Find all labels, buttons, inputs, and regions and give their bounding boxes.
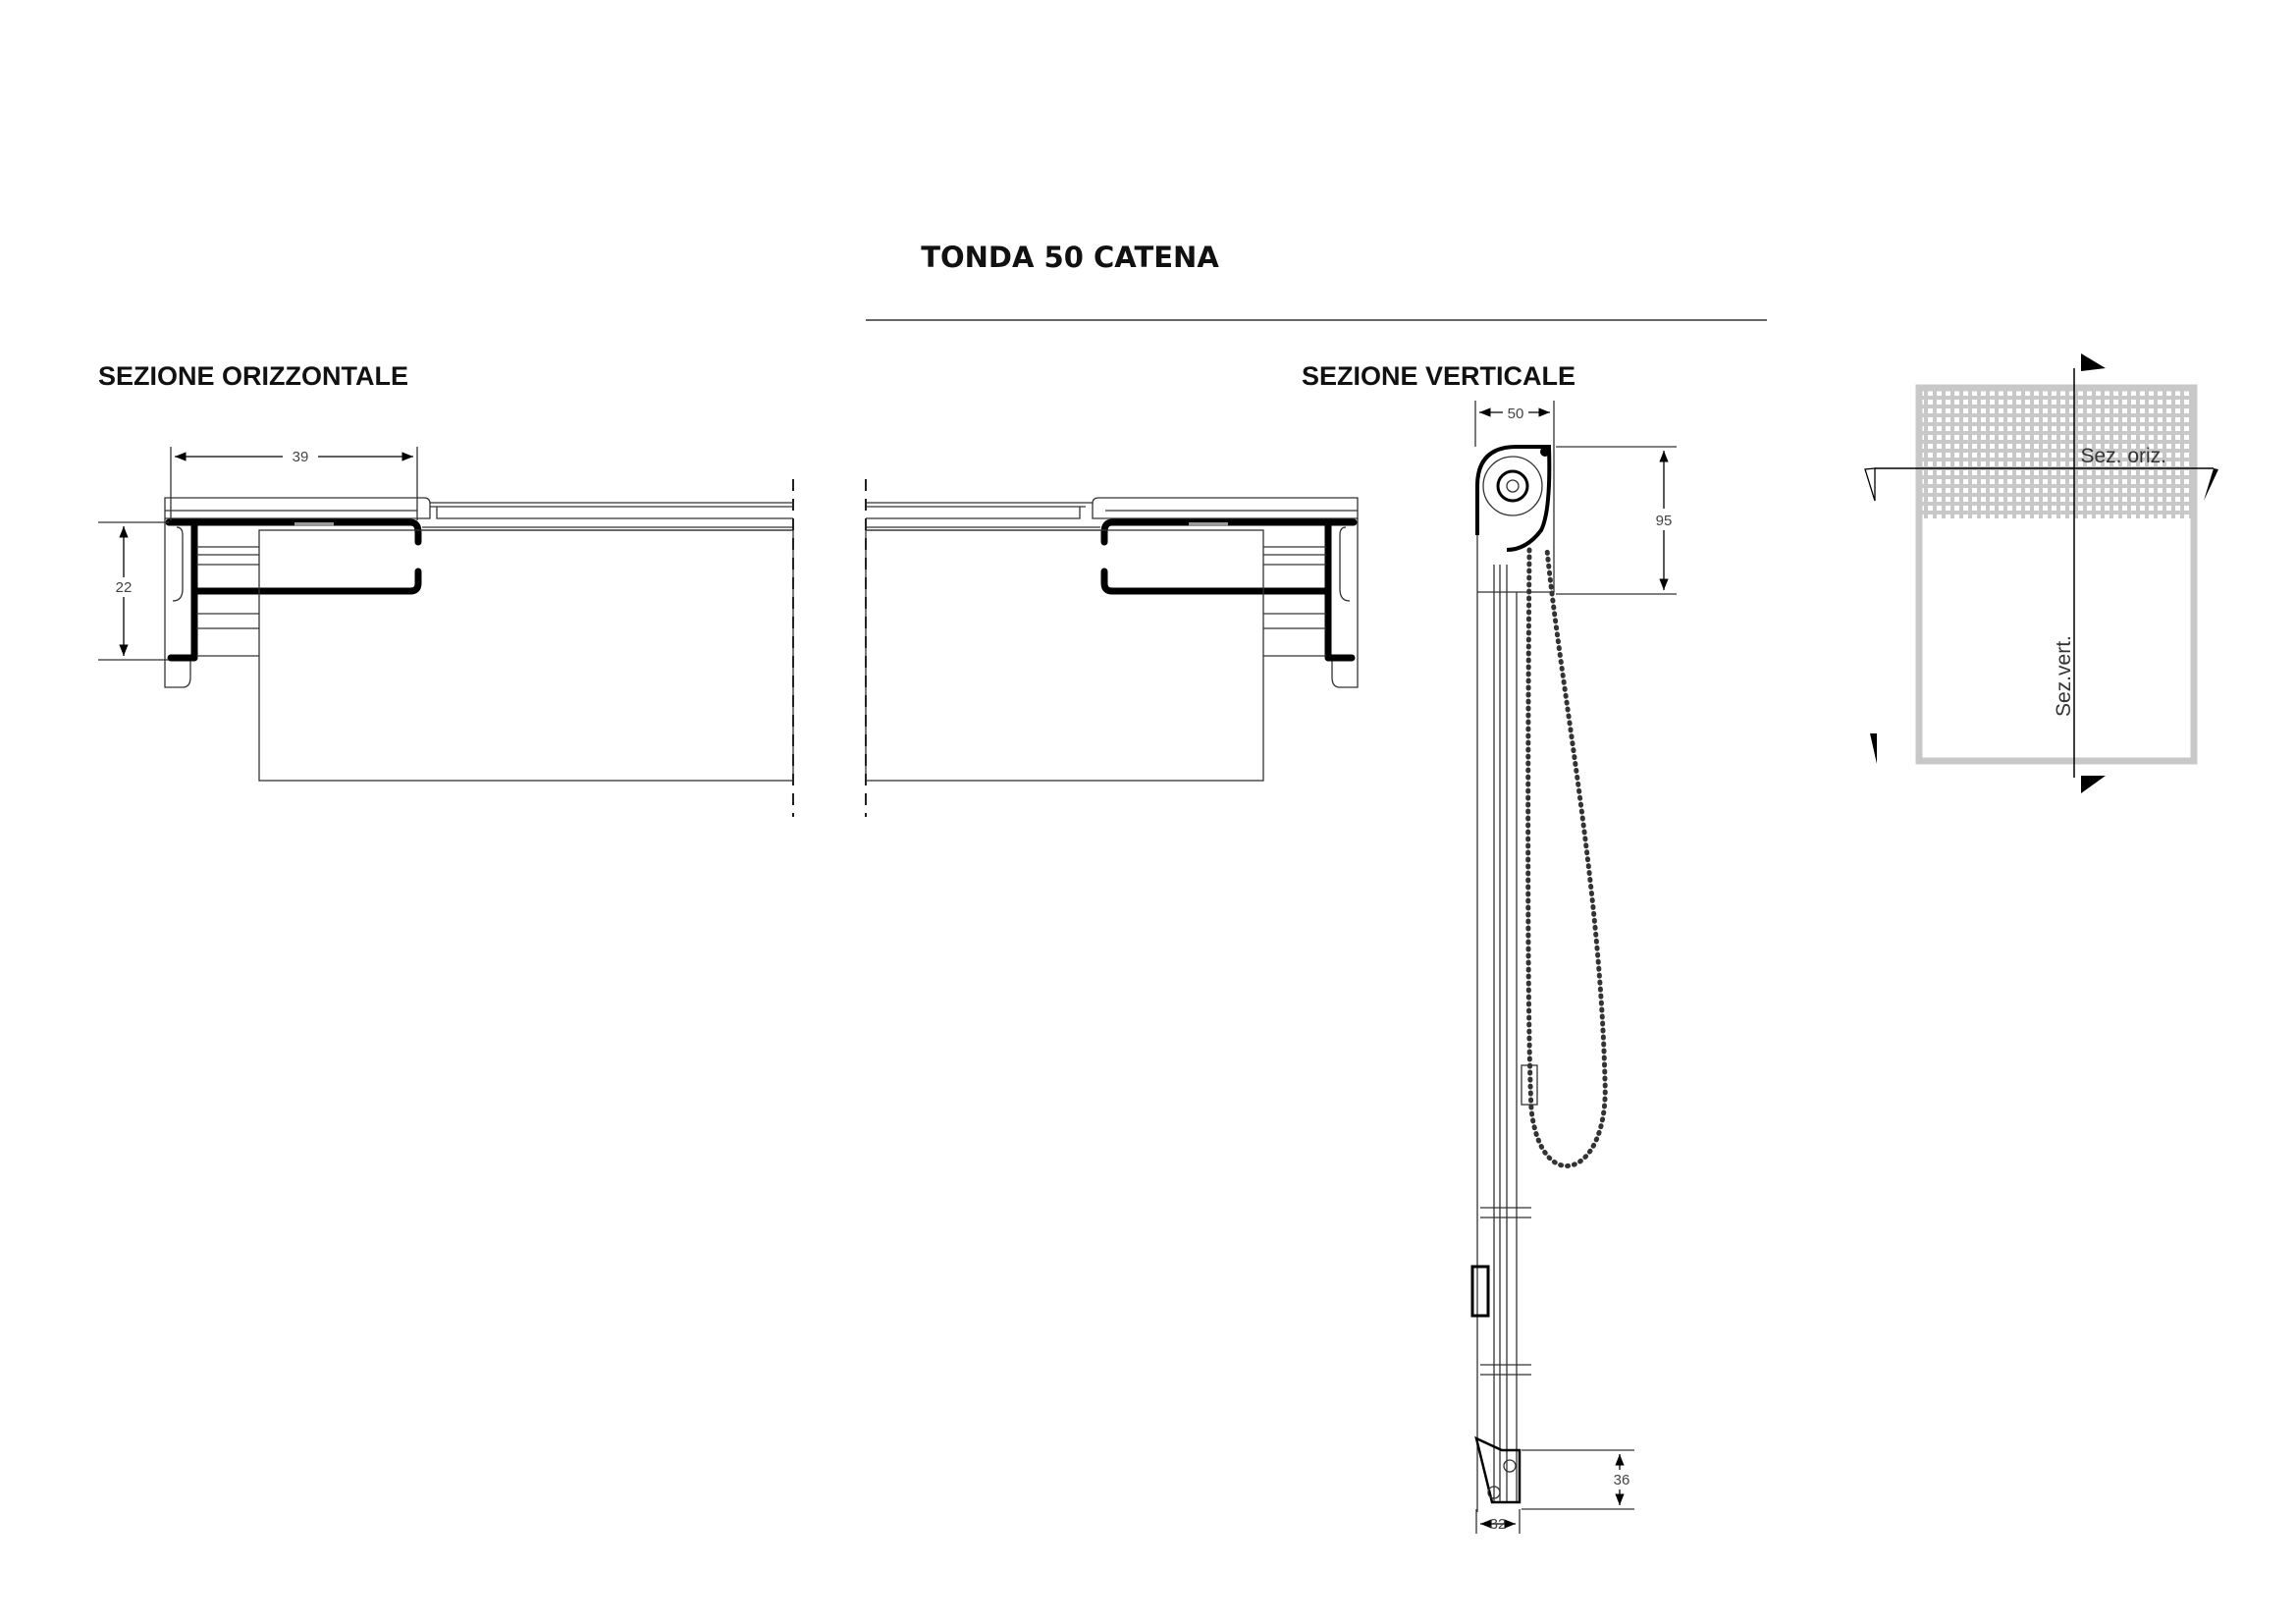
horizontal-section-drawing: 39 22 xyxy=(98,447,1358,817)
dim-50: 50 xyxy=(1508,406,1524,422)
vertical-cut-label: Sez.vert. xyxy=(2053,635,2075,717)
dim-36: 36 xyxy=(1614,1472,1630,1489)
drawing-title: TONDA 50 CATENA xyxy=(921,241,1219,274)
dim-22: 22 xyxy=(116,579,133,596)
dim-39: 39 xyxy=(293,449,309,465)
horizontal-cut-label: Sez. oriz. xyxy=(2080,445,2166,467)
key-plan: Sez. oriz. Sez.vert. xyxy=(1864,353,2218,793)
horizontal-section-label: SEZIONE ORIZZONTALE xyxy=(98,361,408,391)
vertical-section-drawing: 50 95 36 32 xyxy=(1470,401,1679,1534)
dim-32: 32 xyxy=(1490,1516,1507,1533)
dim-95: 95 xyxy=(1656,513,1673,529)
vertical-section-label: SEZIONE VERTICALE xyxy=(1302,361,1575,391)
